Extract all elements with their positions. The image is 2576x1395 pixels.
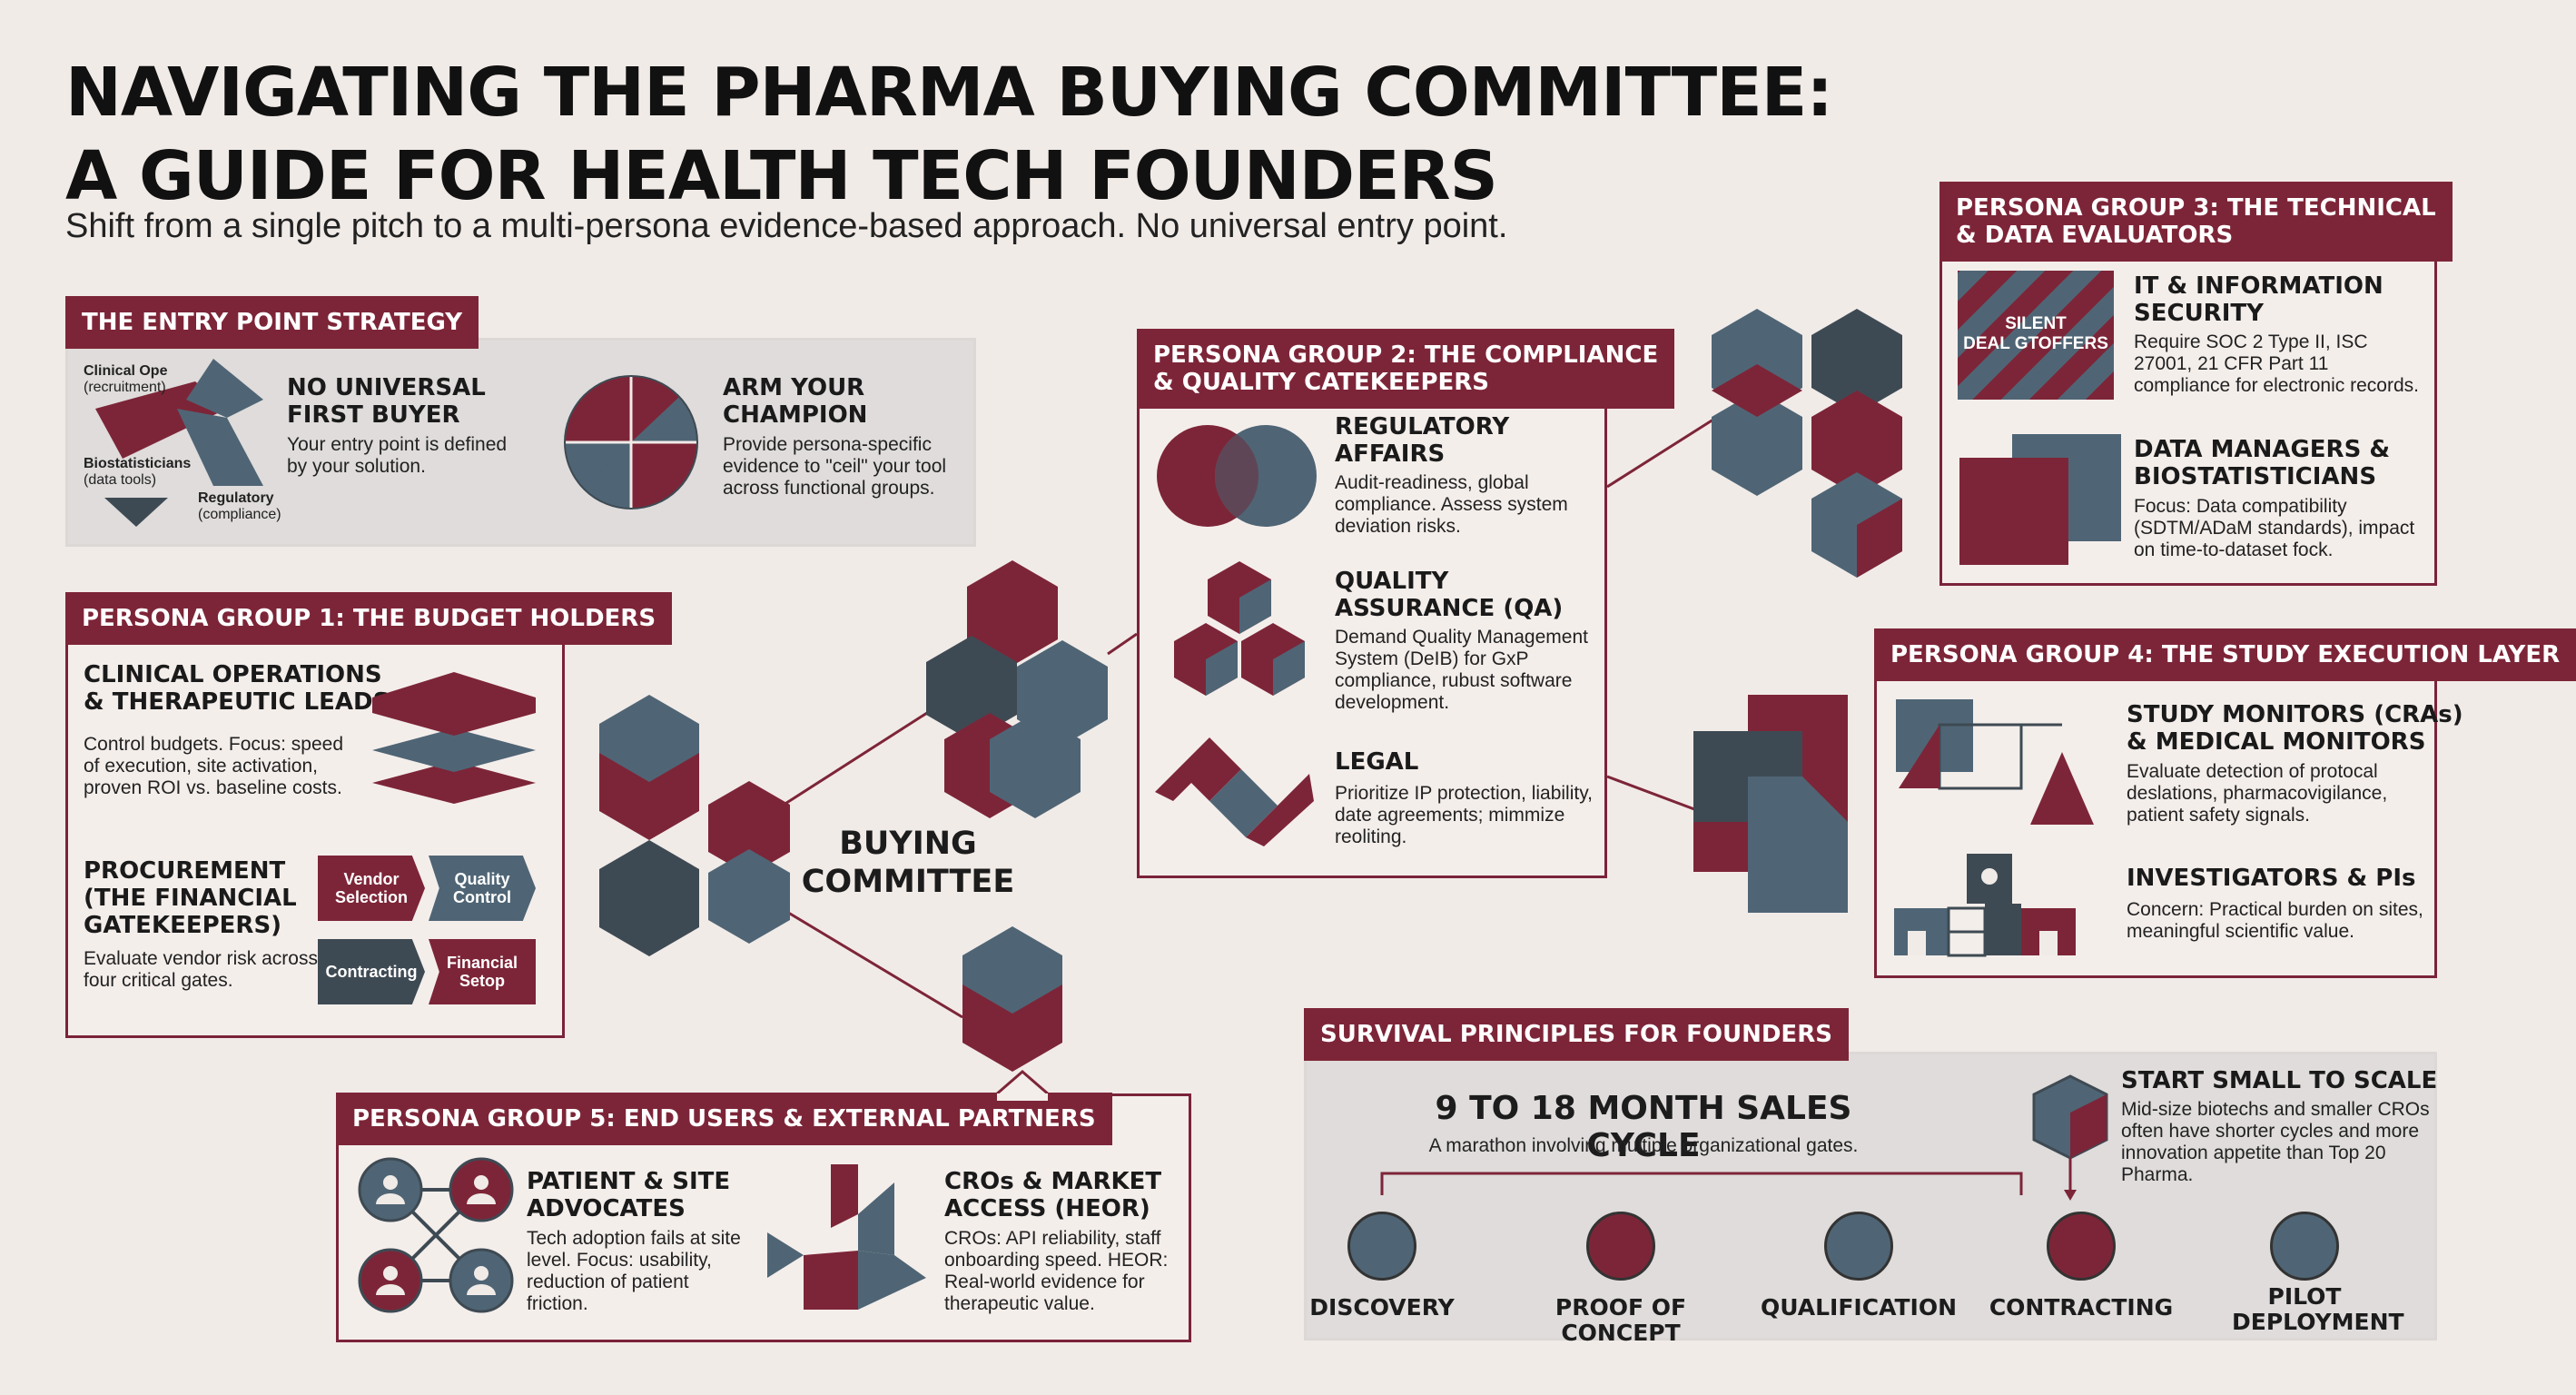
- data-squares-icon: [1959, 434, 2121, 565]
- page-title: NAVIGATING THE PHARMA BUYING COMMITTEE: …: [65, 51, 1972, 218]
- step-label-1: DISCOVERY: [1309, 1294, 1455, 1321]
- group4-shapes: [1693, 695, 1848, 913]
- layers-icon: [372, 672, 536, 804]
- buying-committee-hexagons: [599, 560, 1108, 1072]
- survival-header: SURVIVAL PRINCIPLES FOR FOUNDERS: [1304, 1008, 1849, 1061]
- group5-header: PERSONA GROUP 5: END USERS & EXTERNAL PA…: [336, 1093, 1112, 1145]
- step-label-4: CONTRACTING: [1989, 1294, 2174, 1321]
- group3-header: PERSONA GROUP 3: THE TECHNICAL& DATA EVA…: [1939, 182, 2453, 262]
- title-line-2: A GUIDE FOR HEALTH TECH FOUNDERS: [65, 137, 1498, 215]
- label-regulatory: Regulatory(compliance): [198, 490, 281, 522]
- clinical-ops-text: Control budgets. Focus: speed of executi…: [84, 734, 344, 798]
- badge-line-2: DEAL GTOFFERS: [1963, 334, 2108, 353]
- investigators-text: Concern: Practical burden on sites, mean…: [2127, 899, 2423, 942]
- step-circle-2: [1586, 1212, 1655, 1281]
- investigators-title: INVESTIGATORS & PIs: [2127, 865, 2416, 892]
- data-managers-title: DATA MANAGERS &BIOSTATISTICIANS: [2134, 436, 2391, 490]
- cros-text: CROs: API reliability, staff onboarding …: [944, 1228, 1169, 1314]
- group3-hexagons: [1712, 309, 1902, 578]
- title-line-1: NAVIGATING THE PHARMA BUYING COMMITTEE:: [65, 54, 1833, 132]
- start-small-title: START SMALL TO SCALE: [2121, 1067, 2438, 1094]
- gate-financial-setup: Financial Setop: [429, 939, 536, 1004]
- clinical-ops-title: CLINICAL OPERATIONS& THERAPEUTIC LEADS: [84, 661, 390, 716]
- gate-quality-control: Quality Control: [429, 856, 536, 921]
- step-label-5: PILOT DEPLOYMENT: [2232, 1283, 2404, 1335]
- group1-header: PERSONA GROUP 1: THE BUDGET HOLDERS: [65, 592, 673, 645]
- investigators-icon: [1894, 854, 2076, 957]
- patient-advocates-text: Tech adoption fails at site level. Focus…: [527, 1228, 741, 1314]
- silent-deal-stoppers-badge: SILENT DEAL GTOFFERS: [1958, 271, 2114, 400]
- legal-text: Prioritize IP protection, liability, dat…: [1335, 783, 1594, 847]
- group4-header: PERSONA GROUP 4: THE STUDY EXECUTION LAY…: [1874, 628, 2576, 681]
- step-circle-5: [2270, 1212, 2339, 1281]
- sales-cycle-subtitle: A marathon involving multiple organizati…: [1428, 1135, 1859, 1156]
- start-small-cube-icon: [2032, 1074, 2108, 1201]
- regulatory-text: Audit-readiness, global compliance. Asse…: [1335, 472, 1568, 537]
- champion-pie-icon: [564, 375, 698, 510]
- data-managers-text: Focus: Data compatibility (SDTM/ADaM sta…: [2134, 496, 2415, 560]
- monitors-icon: [1896, 699, 2094, 825]
- qa-text: Demand Quality Management System (DeIB) …: [1335, 627, 1588, 713]
- legal-title: LEGAL: [1335, 748, 1419, 776]
- champion-text: Provide persona-specific evidence to "ce…: [723, 434, 947, 499]
- cros-shapes-icon: [767, 1164, 926, 1310]
- step-circle-4: [2047, 1212, 2116, 1281]
- step-circle-3: [1824, 1212, 1893, 1281]
- center-line-2: COMMITTEE: [801, 864, 1015, 900]
- patient-network-icon: [358, 1157, 514, 1313]
- procurement-text: Evaluate vendor risk across four critica…: [84, 948, 318, 991]
- monitors-title: STUDY MONITORS (CRAs)& MEDICAL MONITORS: [2127, 701, 2463, 756]
- entry-point-header: THE ENTRY POINT STRATEGY: [65, 296, 479, 349]
- step-label-2: PROOF OF CONCEPT: [1554, 1294, 1687, 1346]
- it-security-text: Require SOC 2 Type II, ISC 27001, 21 CFR…: [2134, 331, 2419, 396]
- venn-icon: [1157, 425, 1317, 527]
- buying-committee-label: BUYING COMMITTEE: [799, 825, 1017, 901]
- callout-pointer: [991, 1070, 1054, 1101]
- badge-line-1: SILENT: [2005, 314, 2067, 333]
- step-circle-1: [1347, 1212, 1416, 1281]
- no-universal-text: Your entry point is defined by your solu…: [287, 434, 508, 477]
- label-biostat: Biostatisticians(data tools): [84, 456, 192, 488]
- step-label-3: QUALIFICATION: [1760, 1294, 1958, 1321]
- sales-cycle-bracket: [1380, 1172, 2023, 1195]
- cubes-icon: [1174, 561, 1305, 696]
- label-clinical: Clinical Ope(recruitment): [84, 363, 168, 395]
- sales-cycle-title: 9 TO 18 MONTH SALES CYCLE: [1435, 1090, 1852, 1164]
- entry-path-icon: [95, 359, 263, 527]
- legal-icon: [1155, 737, 1314, 846]
- survival-panel: [1304, 1052, 2437, 1341]
- page-subtitle: Shift from a single pitch to a multi-per…: [65, 207, 1508, 245]
- start-small-text: Mid-size biotechs and smaller CROs often…: [2121, 1099, 2430, 1185]
- group2-header: PERSONA GROUP 2: THE COMPLIANCE& QUALITY…: [1137, 329, 1675, 409]
- monitors-text: Evaluate detection of protocal deslation…: [2127, 761, 2388, 826]
- gate-vendor-selection: Vendor Selection: [318, 856, 425, 921]
- gate-contracting: Contracting: [318, 939, 425, 1004]
- center-line-1: BUYING: [839, 826, 977, 862]
